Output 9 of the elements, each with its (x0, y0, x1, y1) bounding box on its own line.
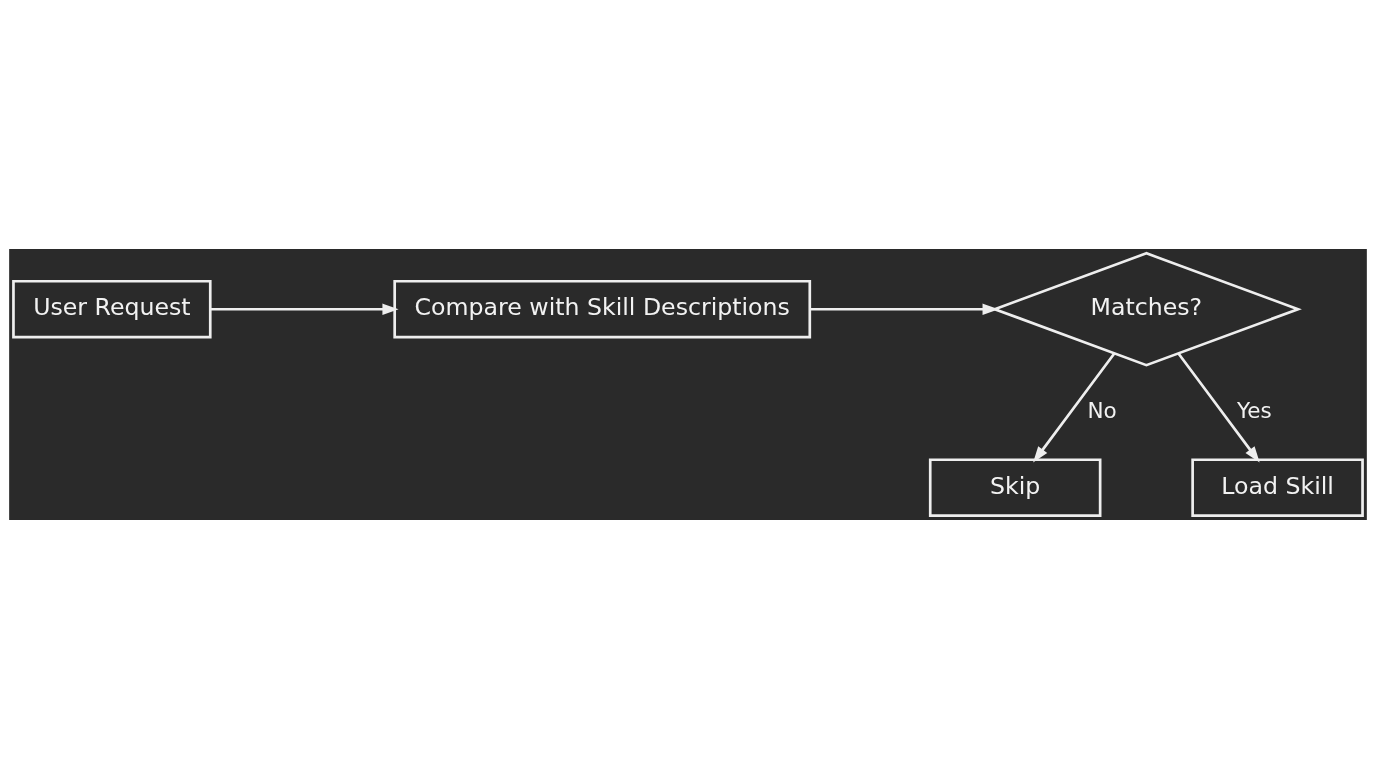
node-box: Compare with Skill Descriptions (393, 279, 812, 339)
arrow (210, 303, 399, 315)
node-box: User Request (12, 279, 212, 339)
arrow (1177, 352, 1260, 463)
edge-label: No (1087, 397, 1117, 423)
node-box: Skip (928, 457, 1102, 517)
arrow (1033, 352, 1116, 463)
node-box: Load Skill (1191, 457, 1364, 517)
edge-label: Yes (1236, 397, 1272, 423)
